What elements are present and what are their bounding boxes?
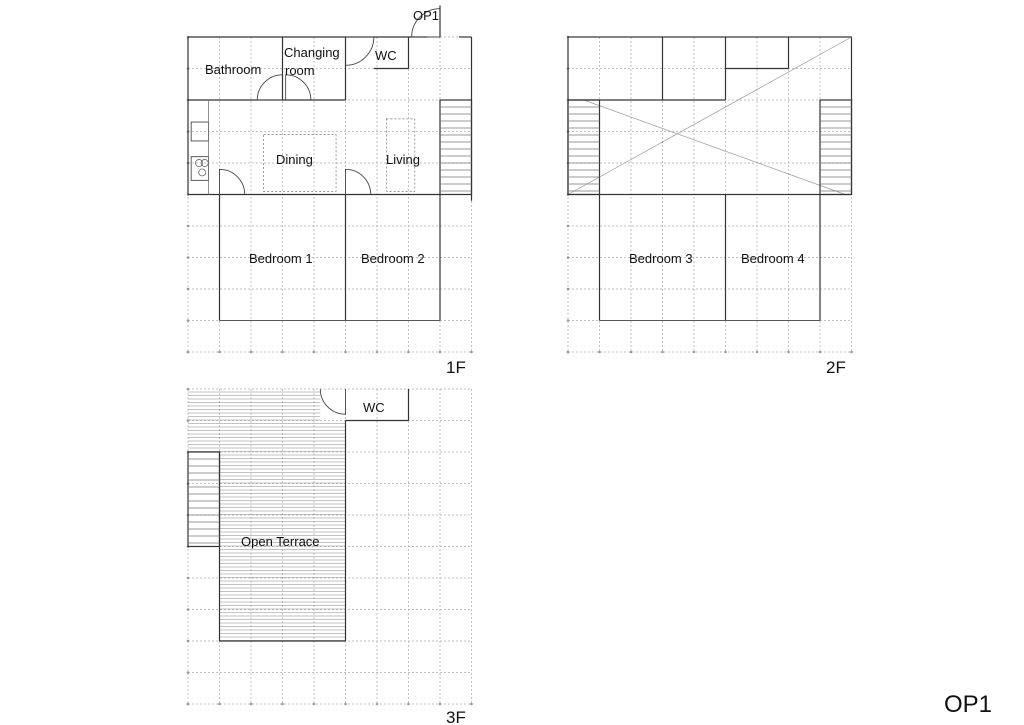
entrance-label: OP1 — [413, 8, 439, 23]
grid-marker — [186, 639, 190, 643]
wc-door — [345, 36, 375, 66]
stairs-2f-right — [819, 99, 853, 196]
floor-label-2f: 2F — [826, 358, 846, 377]
kitchen-stove — [190, 156, 209, 181]
room-label-wc-3f: WC — [363, 400, 385, 415]
stairs-1f — [439, 99, 473, 196]
void-diagonal — [567, 36, 852, 195]
grid-marker — [186, 608, 190, 611]
burner-icon — [195, 159, 203, 167]
grid-marker — [850, 350, 853, 354]
grid-marker — [566, 319, 570, 322]
grid-marker — [470, 702, 473, 706]
void-diagonal — [583, 99, 846, 195]
dining-table — [263, 134, 337, 192]
room-label-open-terrace: Open Terrace — [241, 534, 320, 549]
bedroom-1-door — [219, 168, 246, 195]
room-label-living: Living — [386, 152, 420, 167]
room-label-wc-1f: WC — [375, 48, 397, 63]
entrance-door-op1 — [411, 8, 441, 38]
bedroom-2-door — [345, 168, 372, 195]
grid-marker — [566, 350, 570, 354]
floor-plan-1f — [186, 5, 473, 354]
floor-plan-2f — [566, 35, 853, 354]
grid-marker — [186, 224, 190, 228]
grid-marker — [566, 287, 570, 291]
grid-marker — [186, 350, 190, 354]
grid-marker — [186, 419, 190, 422]
grid-marker — [281, 702, 284, 706]
room-label-bedroom-1: Bedroom 1 — [249, 251, 313, 266]
floor-label-3f: 3F — [446, 708, 466, 725]
grid-marker — [281, 350, 284, 354]
room-label-dining: Dining — [276, 152, 313, 167]
stairs-3f — [187, 451, 221, 548]
grid-marker — [218, 350, 221, 354]
room-label-bedroom-4: Bedroom 4 — [741, 251, 805, 266]
sheet-code: OP1 — [944, 691, 992, 718]
floor-plan-3f — [186, 387, 473, 706]
room-label-bedroom-3: Bedroom 3 — [629, 251, 693, 266]
grid-marker — [186, 702, 190, 706]
grid-marker — [186, 671, 190, 674]
grid-marker — [566, 224, 570, 228]
grid-marker — [249, 702, 253, 706]
room-label-bedroom-2: Bedroom 2 — [361, 251, 425, 266]
wc-door-3f — [319, 388, 346, 415]
room-label-changing-room-2: room — [285, 63, 315, 78]
grid-marker — [566, 256, 570, 259]
grid-marker — [470, 350, 473, 354]
grid-marker — [186, 387, 190, 391]
grid-marker — [218, 702, 221, 706]
grid-marker — [598, 350, 601, 354]
grid-marker — [186, 287, 190, 291]
floor-label-1f: 1F — [446, 358, 466, 377]
changing-room-door — [285, 74, 312, 101]
room-label-bathroom: Bathroom — [205, 62, 261, 77]
grid-marker — [186, 256, 190, 259]
grid-marker — [661, 350, 664, 354]
grid-marker — [186, 319, 190, 322]
grid-marker — [249, 350, 253, 354]
room-label-changing-room: Changing — [284, 45, 340, 60]
bathroom-door — [256, 74, 283, 101]
burner-icon — [198, 168, 207, 177]
living-sofa — [386, 118, 416, 192]
grid-marker — [186, 576, 190, 580]
stairs-2f-left — [567, 99, 601, 196]
grid-marker — [629, 350, 633, 354]
